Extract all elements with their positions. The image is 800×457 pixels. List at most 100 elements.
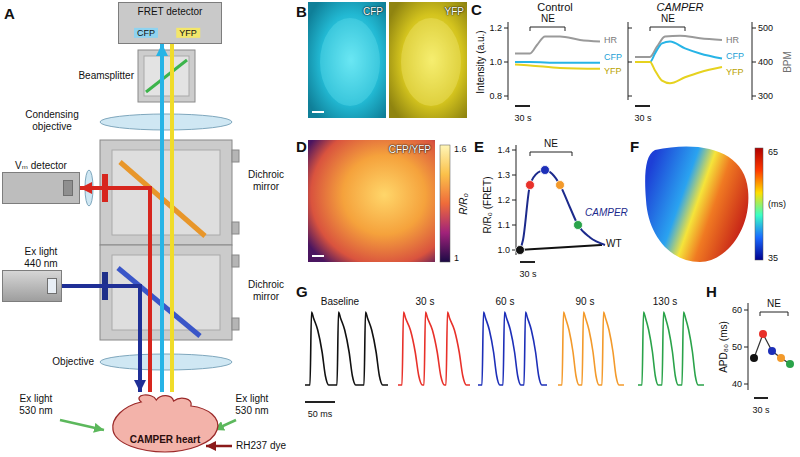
- scale-bar: [515, 105, 530, 107]
- heart-rate-trace: [635, 36, 722, 57]
- action-potential-trace: [478, 312, 547, 385]
- tick-label: 1.0: [489, 57, 502, 67]
- filter-cube: [100, 245, 232, 340]
- tick-label: 400: [758, 57, 773, 67]
- cube-knob: [232, 222, 239, 234]
- beamsplitter-window: [144, 56, 189, 96]
- axis-title: BPM: [782, 51, 794, 73]
- dichroic-mirror: [118, 268, 200, 336]
- trace-label: HR: [726, 35, 739, 45]
- ratio-image: [308, 140, 435, 262]
- tick-label: 1.0: [497, 245, 510, 255]
- panel-letter: A: [4, 5, 15, 22]
- action-potential-trace: [398, 312, 470, 385]
- lamp-lens: [47, 278, 57, 294]
- light-source: Ex light 440 nm: [2, 242, 80, 302]
- node-label: Vₘ detector: [15, 160, 67, 172]
- filter-cube: [100, 140, 232, 245]
- tick-label: 40: [732, 379, 742, 389]
- scale-label: 30 s: [752, 405, 769, 415]
- objective-lens: [100, 354, 232, 370]
- tick-label: 300: [758, 91, 773, 101]
- part-label: RH237 dye: [236, 440, 286, 452]
- panel-letter: E: [474, 138, 484, 155]
- colorbar-label: 1: [454, 253, 459, 263]
- trace-label: CFP: [604, 52, 622, 62]
- y-axis: [628, 22, 632, 100]
- trace-label: WT: [606, 238, 622, 250]
- cfp-trace: [635, 42, 722, 62]
- trace-label: CAMPER: [585, 207, 628, 219]
- cfp-trace: [515, 61, 600, 64]
- caption-area: Ex light 440 nm: [2, 242, 80, 270]
- colorbar: [440, 145, 450, 262]
- axis-title: Intensity (a.u.): [475, 30, 487, 93]
- cfp-image: [308, 2, 386, 118]
- tick-label: 1.2: [489, 23, 502, 33]
- trace-label: YFP: [726, 67, 744, 77]
- action-potential-trace: [558, 312, 624, 385]
- node-label: FRET detector: [119, 6, 221, 18]
- plot-title: Control: [537, 1, 572, 14]
- stimulus-label: NE: [661, 13, 675, 25]
- tick-label: 1.1: [497, 220, 510, 230]
- filter-cube-face: [112, 255, 220, 330]
- stimulus-bar: [760, 312, 788, 316]
- panel-letter: C: [471, 1, 482, 18]
- tick-label: 1.3: [497, 170, 510, 180]
- beamsplitter-mirror: [146, 60, 187, 92]
- scale-label: 30 s: [634, 113, 651, 123]
- stimulus-label: NE: [541, 13, 555, 25]
- bpm-axis: [752, 22, 756, 100]
- time-point-dot: [574, 221, 583, 230]
- part-label: Condensing objective: [21, 109, 83, 132]
- panel-letter: B: [296, 3, 307, 20]
- cube-knob: [232, 255, 239, 267]
- axis-title: R/R₀ (FRET): [482, 177, 494, 234]
- heart-caption: CAMPER heart: [100, 434, 230, 446]
- detector-body: [2, 172, 80, 204]
- filter-cube-face: [112, 150, 220, 235]
- tick-label: 1.4: [497, 145, 510, 155]
- panel-letter: F: [630, 138, 639, 155]
- scale-bar: [754, 397, 768, 399]
- scale-label: 50 ms: [308, 409, 333, 419]
- panel-letter: H: [706, 283, 717, 300]
- apd-map: [645, 146, 748, 262]
- stimulus-label: NE: [767, 298, 781, 310]
- image-label: CFP/YFP: [389, 144, 431, 156]
- y-axis: [512, 145, 516, 255]
- colorbar-label: 1.6: [454, 144, 467, 154]
- part-label: Dichroic mirror: [241, 169, 291, 192]
- time-label: 30 s: [416, 296, 435, 308]
- beamsplitter-housing: [138, 50, 195, 102]
- colorbar-label: (ms): [768, 199, 786, 209]
- time-point-dot: [526, 181, 535, 190]
- channel-label: CFP: [134, 28, 158, 38]
- part-label: Ex light 530 nm: [13, 393, 59, 416]
- stimulus-bar: [530, 27, 565, 31]
- time-label: 90 s: [576, 296, 595, 308]
- excitation-arrow: [60, 420, 104, 430]
- apd-dot: [786, 360, 794, 368]
- y-axis: [744, 303, 748, 390]
- panel-letter: D: [296, 138, 307, 155]
- image-label: CFP: [363, 6, 383, 18]
- apd-trend-line: [754, 334, 790, 364]
- part-label: Dichroic mirror: [241, 279, 291, 302]
- stimulus-bar: [650, 27, 685, 31]
- scale-bar: [305, 401, 335, 403]
- heart-specimen: CAMPER heart: [100, 392, 230, 454]
- scale-label: 30 s: [519, 269, 536, 279]
- light-beam: [160, 44, 164, 392]
- time-point-dot: [516, 246, 525, 255]
- tick-label: 1.2: [497, 195, 510, 205]
- lamp-body: [2, 270, 62, 302]
- trace-label: CFP: [726, 51, 744, 61]
- colorbar-label: 35: [768, 253, 778, 263]
- light-beam: [62, 286, 140, 392]
- apd-dot: [750, 354, 758, 362]
- condensing-lens: [100, 114, 232, 130]
- time-point-dot: [541, 166, 550, 175]
